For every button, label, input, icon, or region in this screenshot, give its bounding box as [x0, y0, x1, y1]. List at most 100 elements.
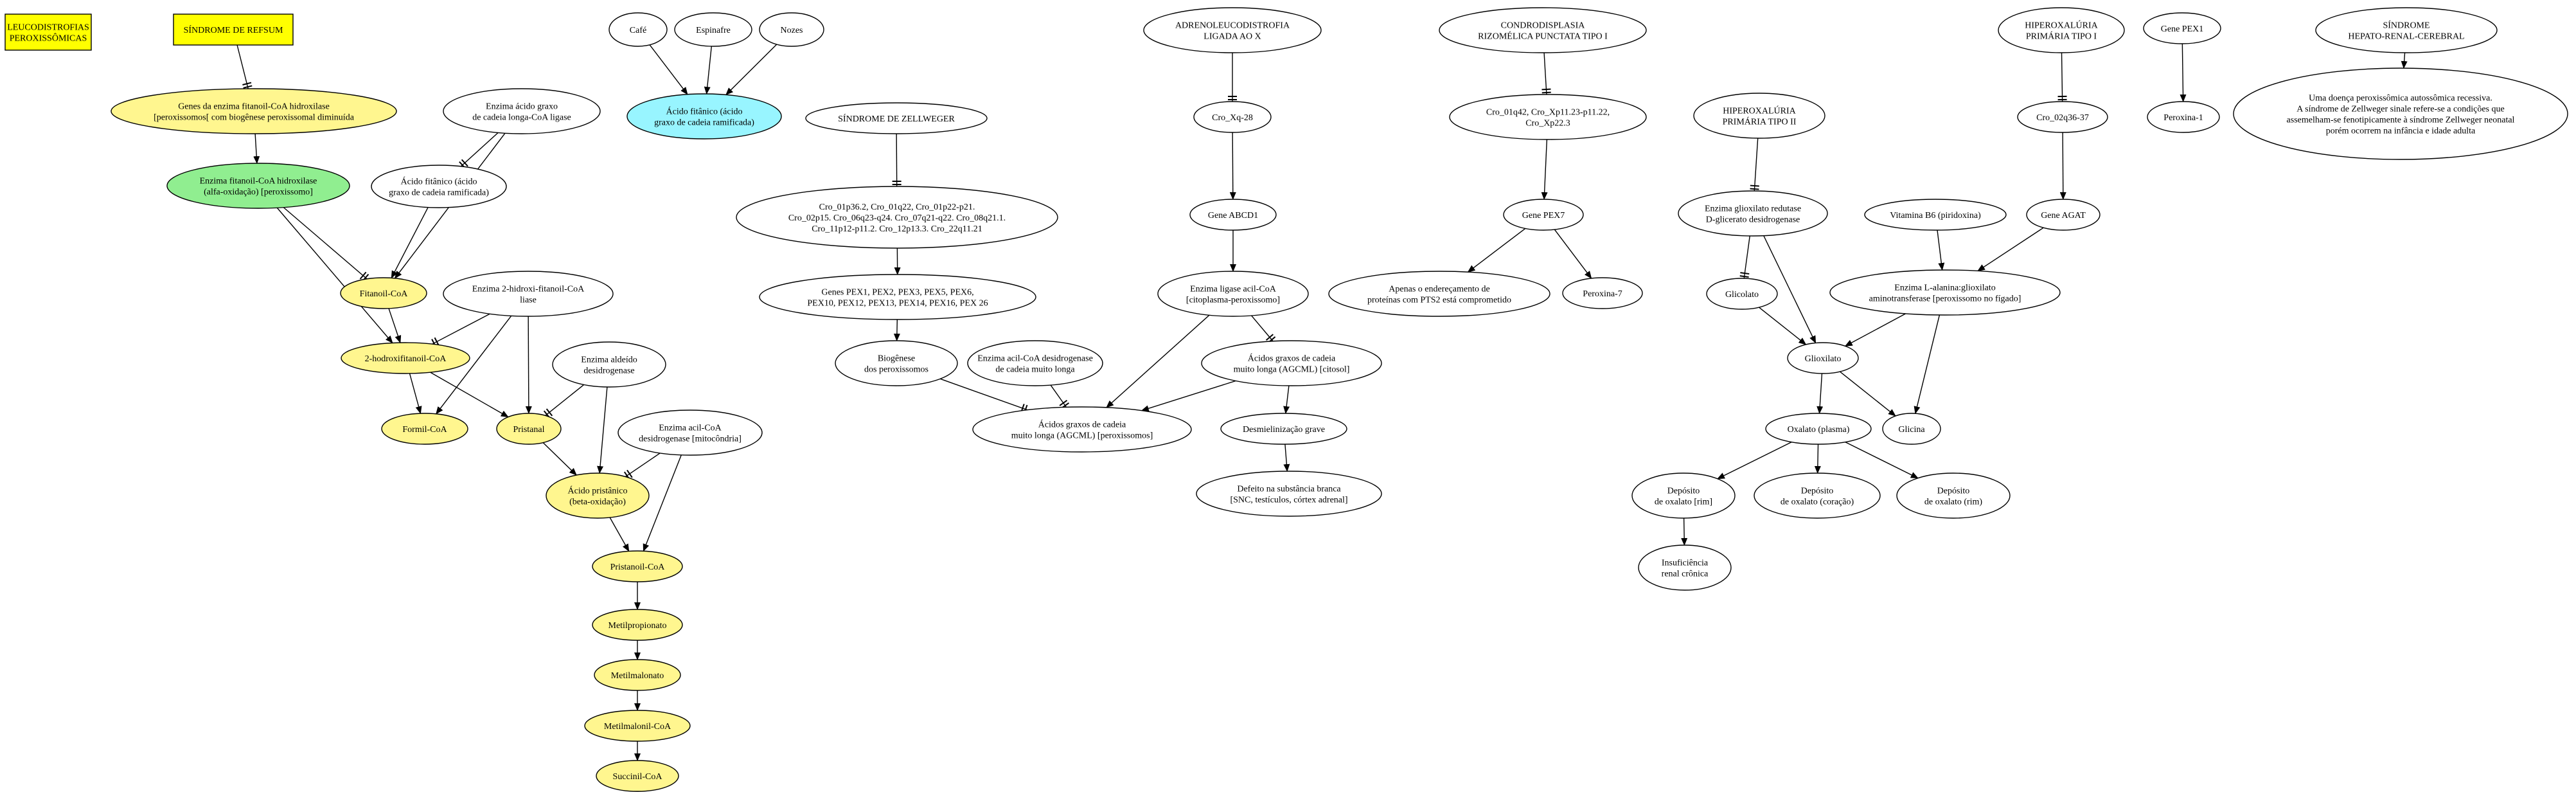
node-glicolato[interactable]: Glicolato — [1706, 278, 1778, 310]
node-shape — [1638, 544, 1732, 591]
node-shape — [2143, 12, 2221, 44]
node-shape — [2233, 68, 2568, 160]
node-metilmalonato[interactable]: Metilmalonato — [594, 659, 681, 691]
node-hidroxifitanoil[interactable]: 2-hodroxifitanoil-CoA — [341, 342, 470, 374]
node-fitanoil-coa[interactable]: Fitanoil-CoA — [340, 277, 427, 309]
node-peroxina7[interactable]: Peroxina-7 — [1562, 277, 1643, 309]
node-cro-xq28[interactable]: Cro_Xq-28 — [1193, 101, 1272, 133]
node-enz-ligase[interactable]: Enzima ligase acil-CoA[citoplasma-peroxi… — [1157, 271, 1309, 317]
node-defeito[interactable]: Defeito na substância branca[SNC, testíc… — [1196, 471, 1382, 517]
node-enz-alanina[interactable]: Enzima L-alanina:glioxilatoaminotransfer… — [1829, 269, 2061, 316]
node-glicina[interactable]: Glicina — [1882, 413, 1941, 445]
edge-enz-fitanoil-hid-to-fitanoil-coa — [283, 207, 369, 282]
node-label-line: Glicolato — [1725, 290, 1759, 300]
node-pristanal[interactable]: Pristanal — [496, 413, 562, 445]
node-metilmalonil[interactable]: Metilmalonil-CoA — [584, 710, 691, 742]
node-genes-fitanoil[interactable]: Genes da enzima fitanoil-CoA hidroxilase… — [111, 88, 397, 134]
node-doenca[interactable]: Uma doença peroxissômica autossômica rec… — [2233, 68, 2568, 160]
node-label-line: HEPATO-RENAL-CEREBRAL — [2348, 32, 2464, 42]
node-gene-agat[interactable]: Gene AGAT — [2026, 199, 2101, 231]
edge-line — [1844, 313, 1906, 346]
node-shape — [371, 165, 507, 208]
node-label-line: Biogênese — [878, 354, 915, 364]
node-label-line: de cadeia muito longa — [995, 365, 1075, 375]
edge-line — [436, 315, 512, 415]
edge-line — [432, 313, 490, 345]
node-gene-pex7[interactable]: Gene PEX7 — [1503, 199, 1584, 231]
node-acido-pristanico[interactable]: Ácido pristânico(beta-oxidação) — [546, 473, 650, 519]
node-gene-abcd1[interactable]: Gene ABCD1 — [1189, 199, 1277, 231]
edge-line — [525, 316, 532, 415]
node-cro-zell[interactable]: Cro_01p36.2, Cro_01q22, Cro_01p22-p21.Cr… — [736, 186, 1058, 249]
node-gene-pex1[interactable]: Gene PEX1 — [2143, 12, 2221, 44]
node-label-line: Apenas o endereçamento de — [1389, 285, 1489, 294]
node-shape — [4, 14, 92, 51]
node-shape — [341, 342, 470, 374]
node-shape — [1562, 277, 1643, 309]
node-espinafre[interactable]: Espinafre — [674, 12, 752, 47]
node-cafe[interactable]: Café — [608, 12, 668, 47]
node-vitamina-b6[interactable]: Vitamina B6 (piridoxina) — [1864, 199, 2007, 231]
node-shape — [1220, 413, 1347, 445]
edge-genes-pex-to-biogenese — [893, 319, 900, 342]
edge-glioxilato-to-oxalato — [1817, 373, 1824, 415]
node-shape — [496, 413, 562, 445]
node-cro-02q[interactable]: Cro_02q36-37 — [2017, 101, 2108, 133]
node-pristanoil[interactable]: Pristanoil-CoA — [592, 550, 683, 582]
edge-line — [542, 442, 577, 476]
edge-line — [388, 308, 402, 344]
node-desmielinizacao[interactable]: Desmielinização grave — [1220, 413, 1347, 445]
edges-layer — [236, 43, 2408, 761]
node-metilpropionato[interactable]: Metilpropionato — [592, 609, 683, 641]
edge-enz-hidroxi-liase-to-pristanal — [525, 316, 532, 415]
node-shape — [546, 473, 650, 519]
edge-fitanoil-coa-to-hidroxifitanoil — [388, 308, 402, 344]
edge-desmielinizacao-to-defeito — [1283, 444, 1290, 473]
node-nozes[interactable]: Nozes — [759, 12, 824, 47]
node-label-line: Insuficiência — [1662, 559, 1709, 568]
node-formil[interactable]: Formil-CoA — [381, 413, 468, 445]
node-label-line: Café — [630, 26, 646, 35]
edge-enz-glioxilato-red-to-glicolato — [1739, 235, 1750, 279]
node-peroxina1[interactable]: Peroxina-1 — [2147, 101, 2220, 133]
node-shape — [594, 659, 681, 691]
node-zellweger[interactable]: SÍNDROME DE ZELLWEGER — [805, 102, 988, 134]
edge-line — [597, 386, 608, 474]
node-enz-fitanoil-hid[interactable]: Enzima fitanoil-CoA hidroxilase(alfa-oxi… — [166, 163, 350, 209]
node-oxalato[interactable]: Oxalato (plasma) — [1765, 413, 1872, 445]
node-glioxilato[interactable]: Glioxilato — [1787, 342, 1859, 374]
node-refsum[interactable]: SÍNDROME DE REFSUM — [173, 14, 294, 46]
node-genes-pex[interactable]: Genes PEX1, PEX2, PEX3, PEX5, PEX6,PEX10… — [759, 274, 1036, 320]
node-label-line: LEUCODISTROFIAS — [7, 23, 89, 33]
node-shape — [1829, 269, 2061, 316]
node-label-line: Enzima acil-CoA desidrogenase — [977, 354, 1093, 364]
node-shape — [1189, 199, 1277, 231]
node-cro-condro[interactable]: Cro_01q42, Cro_Xp11.23-p11.22,Cro_Xp22.3 — [1449, 94, 1647, 140]
edge-hepato-to-doenca — [2401, 52, 2408, 69]
node-label-line: D-glicerato desidrogenase — [1706, 215, 1800, 225]
node-succinil[interactable]: Succinil-CoA — [596, 760, 679, 792]
